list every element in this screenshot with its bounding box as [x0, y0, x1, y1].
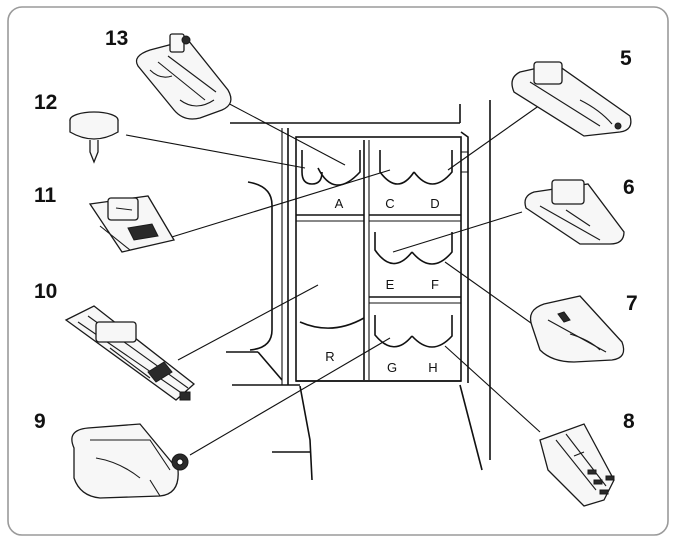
presser-foot-13-icon [135, 33, 232, 120]
presser-foot-11-icon [88, 195, 176, 253]
callout-8: 8 [623, 410, 635, 433]
leader-9 [189, 337, 391, 456]
slot-label-a: A [335, 196, 344, 211]
pocket-curves [299, 150, 453, 348]
slot-label-f: F [431, 277, 439, 292]
leader-13 [221, 99, 346, 166]
leader-lines [125, 99, 541, 456]
callout-13: 13 [105, 27, 128, 50]
callout-11: 11 [34, 184, 57, 207]
callout-5: 5 [620, 47, 632, 70]
leader-11 [161, 169, 391, 241]
leader-12 [125, 134, 306, 169]
leader-6 [392, 211, 523, 253]
callout-12: 12 [34, 91, 57, 114]
slot-label-g: G [387, 360, 397, 375]
leader-8 [444, 345, 541, 433]
slot-label-c: C [385, 196, 394, 211]
diagram-frame [7, 6, 669, 536]
presser-foot-6-icon [524, 179, 625, 245]
slot-label-d: D [430, 196, 439, 211]
buttonhole-foot-10-icon [64, 305, 196, 401]
presser-foot-5-icon [511, 61, 632, 137]
stitch-markers [587, 469, 615, 495]
callout-9: 9 [34, 410, 46, 433]
callout-7: 7 [626, 292, 638, 315]
slot-label-e: E [386, 277, 395, 292]
slot-label-h: H [428, 360, 437, 375]
leader-7 [444, 261, 539, 329]
slot-label-r: R [325, 349, 334, 364]
leader-10 [177, 284, 319, 361]
storage-compartment [226, 100, 491, 481]
presser-foot-9-icon [71, 423, 189, 499]
leader-5 [447, 104, 541, 171]
button-spool-12-icon [69, 111, 119, 164]
presser-foot-7-icon [529, 295, 625, 363]
callout-6: 6 [623, 176, 635, 199]
callout-10: 10 [34, 280, 57, 303]
presser-foot-8-icon [539, 423, 615, 507]
